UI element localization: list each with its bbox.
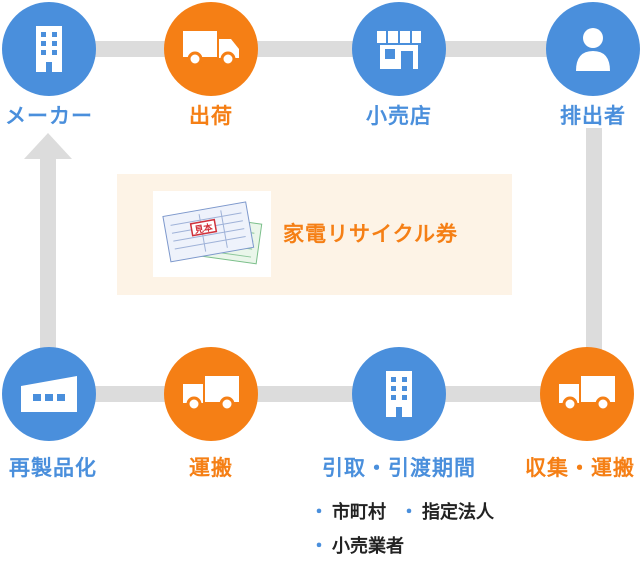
list-item: ・小売業者	[310, 534, 508, 568]
connector-right	[586, 128, 602, 353]
truck-icon	[183, 376, 239, 412]
node-retail	[352, 2, 446, 96]
sample-stamp: 見本	[193, 221, 215, 236]
label-handover: 引取・引渡期間	[322, 456, 476, 480]
node-transport	[164, 347, 258, 441]
label-transport: 運搬	[189, 456, 233, 480]
node-collection	[540, 347, 634, 441]
list-item-text: 指定法人	[422, 502, 494, 523]
ticket-image: 見本	[153, 191, 271, 277]
connector-left	[40, 155, 56, 355]
label-remanufacture: 再製品化	[9, 456, 97, 480]
list-item-text: 小売業者	[332, 536, 404, 557]
label-retail: 小売店	[366, 104, 432, 128]
connector-top	[48, 41, 593, 57]
truck-icon	[559, 376, 615, 412]
label-shipping: 出荷	[189, 104, 233, 128]
recycling-ticket-panel: 見本 家電リサイクル券	[117, 174, 512, 295]
label-maker: メーカー	[5, 104, 93, 128]
bullet-marker: ・	[400, 502, 418, 523]
label-discharger: 排出者	[560, 104, 626, 128]
store-icon	[377, 31, 421, 69]
building-icon	[36, 26, 62, 72]
node-remanufacture	[2, 347, 96, 441]
node-handover	[352, 347, 446, 441]
person-icon	[576, 28, 610, 71]
connector-bottom	[48, 386, 593, 402]
node-discharger	[546, 2, 640, 96]
ticket-label: 家電リサイクル券	[283, 222, 458, 246]
node-maker	[2, 2, 96, 96]
ticket-illustration: 見本	[162, 201, 263, 265]
bullet-marker: ・	[310, 536, 328, 557]
arrow-up-icon	[24, 133, 72, 159]
bullet-marker: ・	[310, 502, 328, 523]
list-item-text: 市町村	[332, 502, 386, 523]
node-shipping	[164, 2, 258, 96]
list-item: ・市町村・指定法人	[310, 500, 508, 534]
building-icon	[386, 371, 412, 417]
handover-parties-list: ・市町村・指定法人 ・小売業者	[310, 500, 508, 568]
factory-icon	[21, 376, 77, 412]
label-collection: 収集・運搬	[525, 456, 635, 480]
truck-icon	[183, 31, 239, 67]
